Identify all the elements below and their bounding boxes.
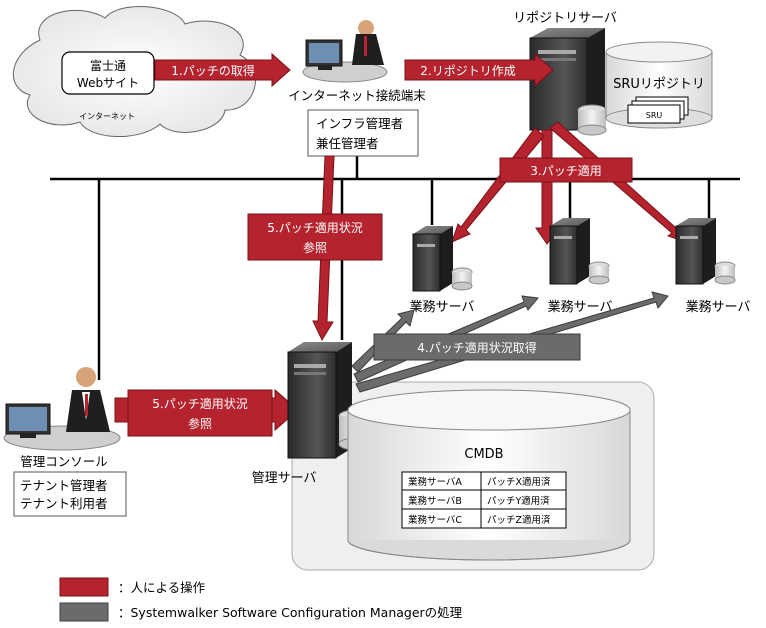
table-row-a-server: 業務サーバA [408,476,462,488]
internet-label: インターネット [79,112,135,121]
sru-repository-cylinder: SRUリポジトリ SRU [605,41,713,129]
business-server-2-icon [549,218,610,285]
step2-arrow: 2.リポジトリ作成 [404,52,554,88]
step5-top-line2: 参照 [303,240,327,255]
fujitsu-site-line2: Webサイト [77,76,139,90]
repository-server-icon [529,28,607,136]
cmdb-table: 業務サーバA パッチX適用済 業務サーバB パッチY適用済 業務サーバC パッチ… [401,471,567,529]
business-server-3-label: 業務サーバ [686,299,751,315]
sru-repository-label: SRUリポジトリ [613,77,705,92]
legend-system-label: ：Systemwalker Software Configuration Man… [118,605,463,620]
infra-admin-line2: 兼任管理者 [316,136,379,151]
table-row-a-status: パッチX適用済 [487,476,551,488]
internet-terminal [302,20,388,83]
infra-admin-box [307,109,419,157]
business-server-1-label: 業務サーバ [410,299,475,315]
tenant-roles-box [13,471,127,517]
business-server-2-label: 業務サーバ [548,299,613,315]
fujitsu-website-box [61,51,155,95]
step5-top-line1: 5.パッチ適用状況 [267,220,362,235]
step4-label: 4.パッチ適用状況取得 [417,340,536,355]
infra-admin-line1: インフラ管理者 [316,116,403,131]
console-label: 管理コンソール [20,454,108,469]
step3-label: 3.パッチ適用 [530,163,601,178]
legend-human-label: ：人による操作 [118,580,206,595]
step5-bottom-line1: 5.パッチ適用状況 [152,396,247,411]
table-row-c-server: 業務サーバC [408,514,462,526]
fujitsu-site-line1: 富士通 [90,58,126,73]
step1-arrow: 1.パッチの取得 [154,52,291,88]
table-row-c-status: パッチZ適用済 [487,514,551,526]
cmdb-title: CMDB [464,447,503,462]
person-head-icon [358,20,374,36]
business-server-3-icon [675,218,736,285]
table-row-b-status: パッチY適用済 [487,495,550,507]
legend: ：人による操作 ：Systemwalker Software Configura… [59,577,463,622]
repository-server-label: リポジトリサーバ [513,11,617,26]
business-server-1-icon [412,226,473,292]
table-row-b-server: 業務サーバB [408,495,462,507]
internet-terminal-label: インターネット接続端末 [288,88,426,103]
step5-bottom-line2: 参照 [188,416,212,431]
management-console [3,367,121,451]
legend-system-swatch [59,602,109,622]
step1-label: 1.パッチの取得 [171,63,254,78]
admin-head-icon [76,367,96,387]
legend-human-swatch [59,577,109,597]
internet-cloud: 富士通 Webサイト インターネット [13,6,256,137]
management-server-label: 管理サーバ [252,471,317,486]
step2-label: 2.リポジトリ作成 [420,64,515,78]
tenant-role-line1: テナント管理者 [20,478,108,493]
sru-label: SRU [646,111,663,120]
tenant-role-line2: テナント利用者 [20,496,108,511]
